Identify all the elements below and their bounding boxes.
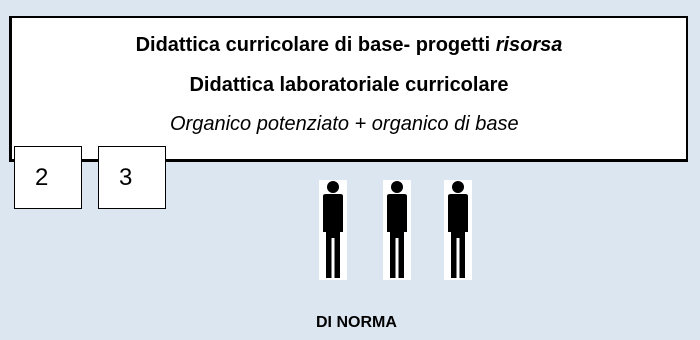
- header-line-1: Didattica curricolare di base- progetti …: [12, 34, 686, 57]
- header-line-1-italic: risorsa: [495, 34, 563, 56]
- person-icon: [444, 180, 472, 280]
- person-icon: [383, 180, 411, 280]
- header-line-2: Didattica laboratoriale curricolare: [189, 74, 509, 96]
- footer-label: DI NORMA: [316, 314, 397, 331]
- header-line-3: Organico potenziato + organico di base: [170, 113, 519, 135]
- counter-box-2: 3: [98, 146, 166, 209]
- person-icon: [319, 180, 347, 280]
- header-line-1-plain: Didattica curricolare di base- progetti: [135, 34, 496, 56]
- counter-box-1: 2: [14, 146, 82, 209]
- header-box: Didattica curricolare di base- progetti …: [9, 16, 688, 162]
